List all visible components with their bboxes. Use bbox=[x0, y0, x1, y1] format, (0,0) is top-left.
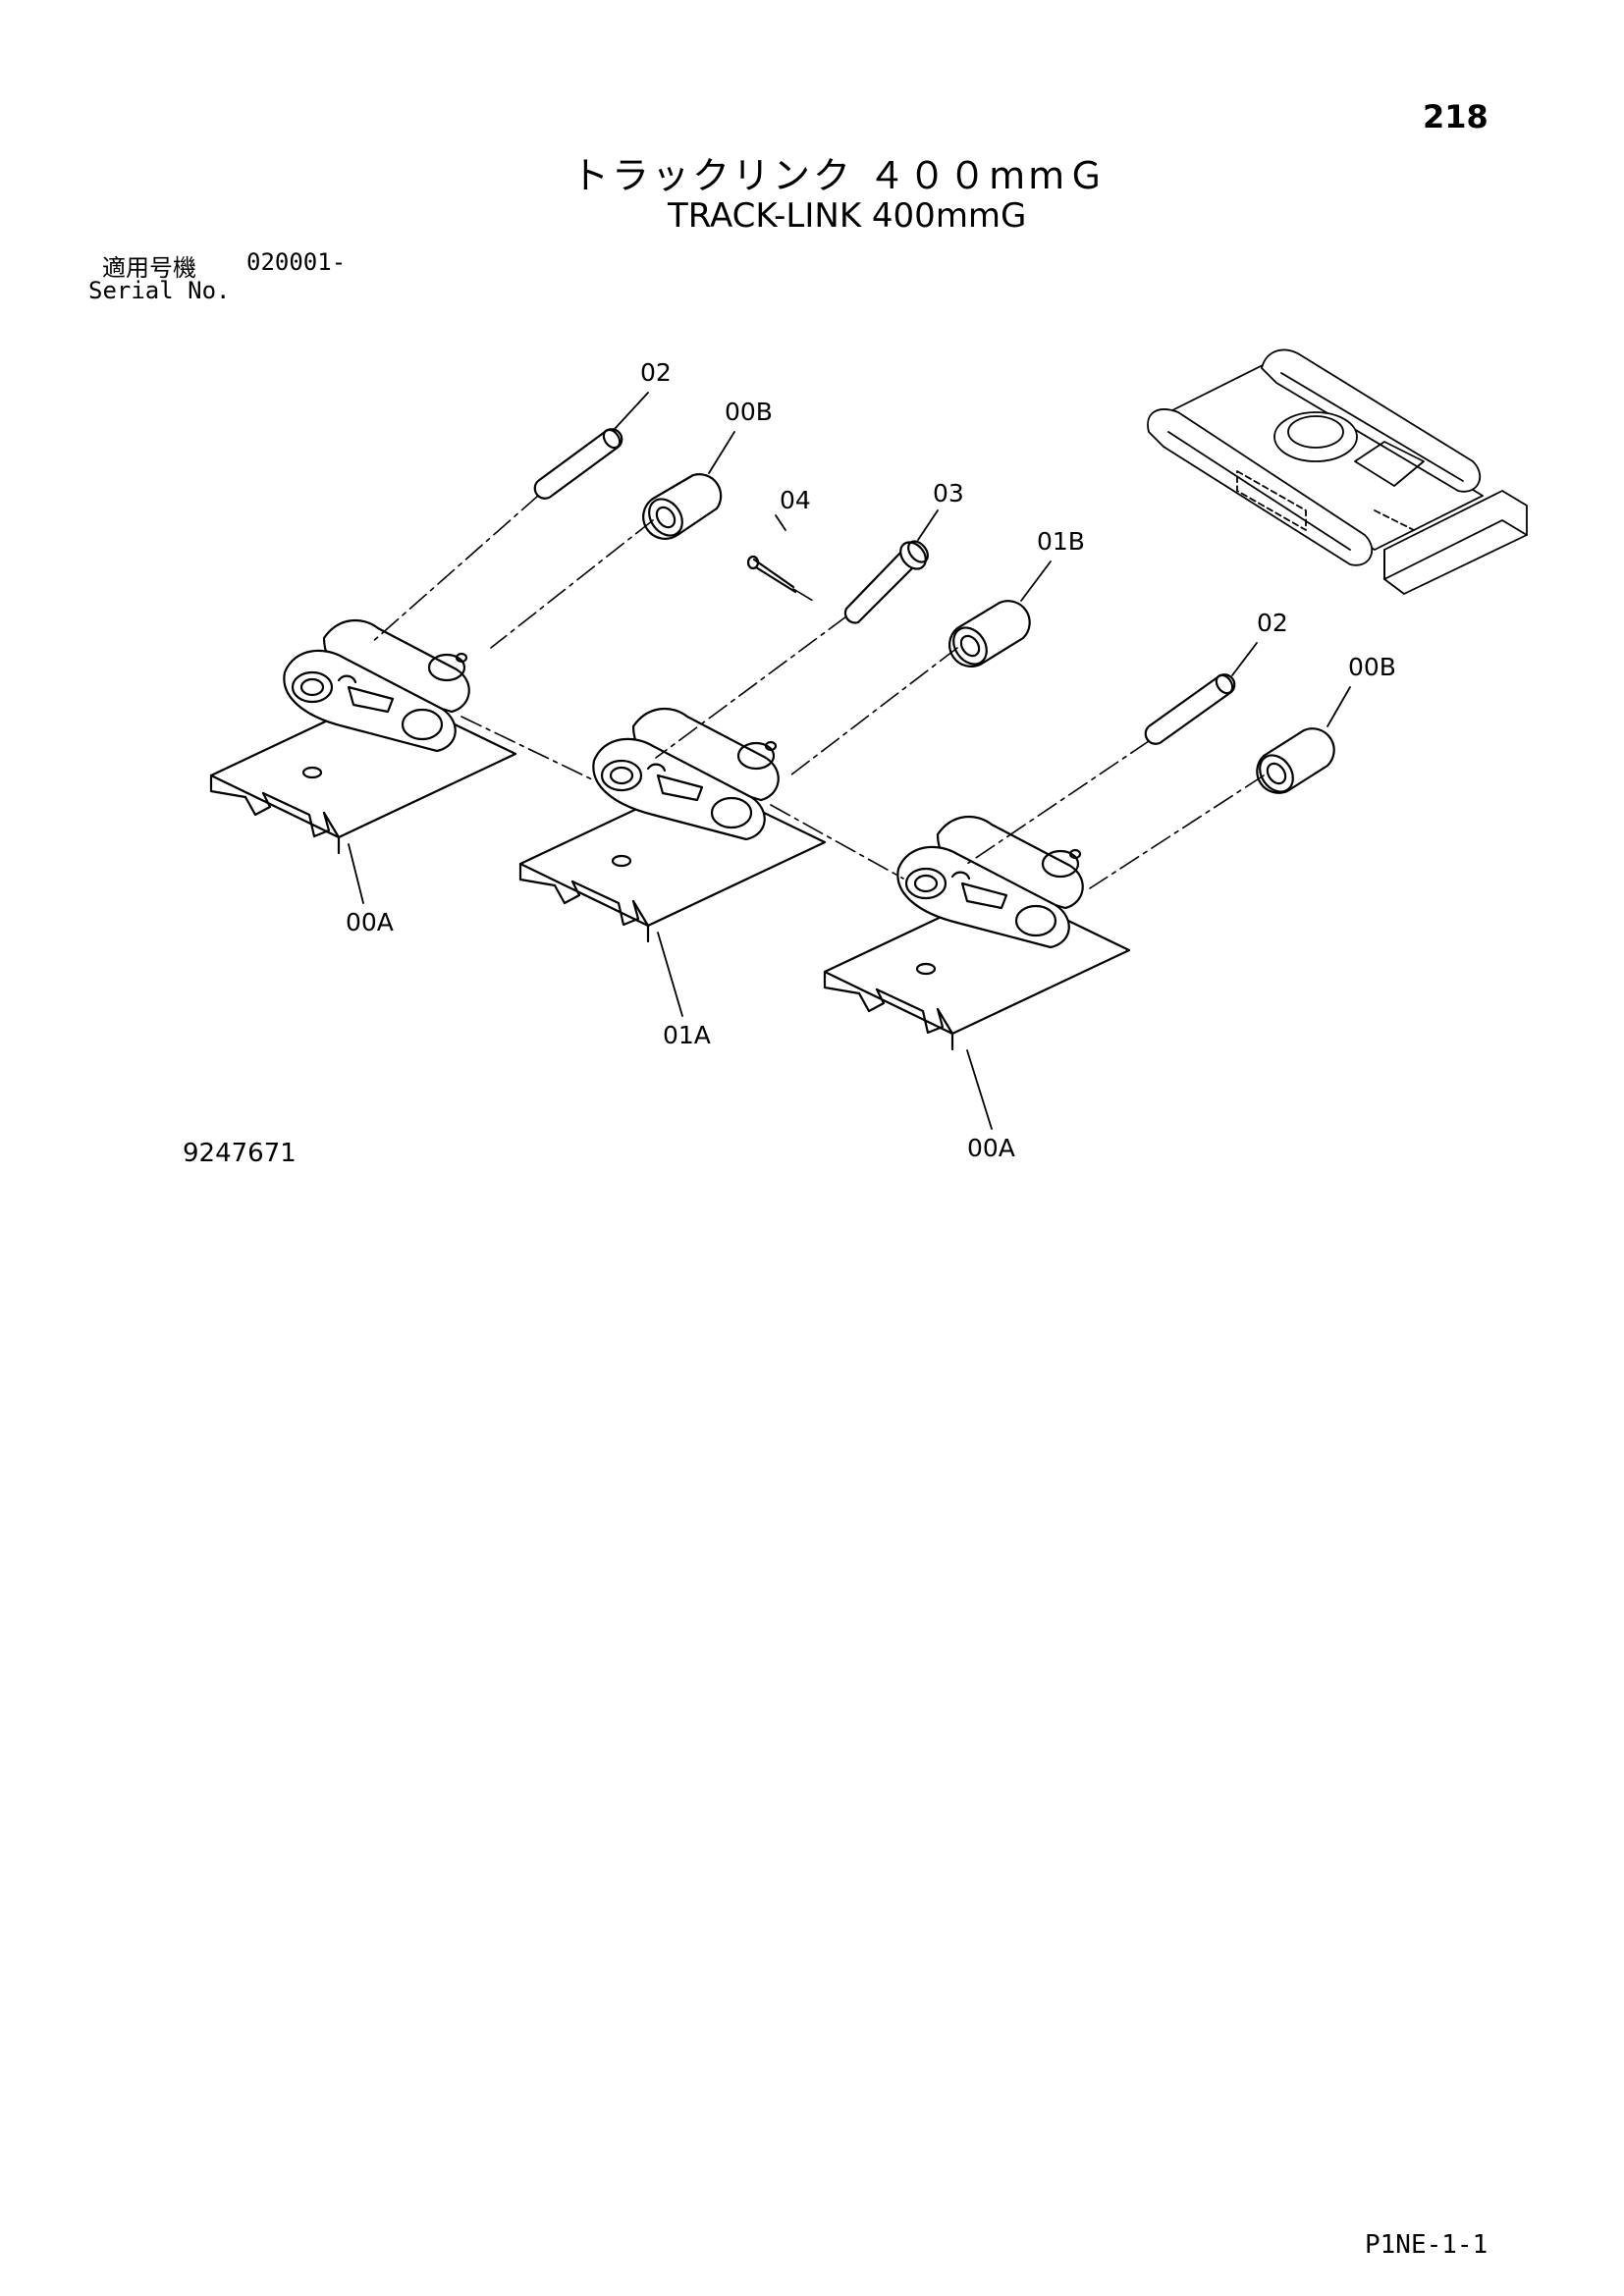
callout-00A-bottom: 00A bbox=[967, 1134, 1015, 1162]
callout-02-top: 02 bbox=[640, 358, 672, 387]
pin-03 bbox=[843, 540, 929, 624]
callout-04: 04 bbox=[780, 486, 811, 514]
serial-range: 020001- bbox=[246, 248, 347, 276]
bushing-00B-right bbox=[1256, 727, 1335, 794]
page-code: P1NE-1-1 bbox=[1365, 2230, 1489, 2260]
drawing-number: 9247671 bbox=[183, 1139, 297, 1168]
leader-lines bbox=[348, 392, 1351, 1130]
machine-inset-illustration bbox=[1147, 348, 1528, 595]
title-japanese: トラックリンク ４００mmＧ bbox=[571, 154, 1109, 197]
split-pin-04 bbox=[746, 555, 797, 594]
track-link-unit-middle bbox=[518, 707, 827, 943]
assembly-lines bbox=[370, 495, 1265, 889]
bushing-01B bbox=[947, 600, 1031, 667]
callout-00A-left: 00A bbox=[346, 908, 394, 936]
track-link-unit-right bbox=[823, 815, 1131, 1051]
callout-02-right: 02 bbox=[1257, 609, 1288, 637]
track-link-unit-left bbox=[209, 618, 517, 855]
serial-label-english: Serial No. bbox=[88, 277, 231, 304]
callout-01A: 01A bbox=[663, 1021, 711, 1049]
page-number: 218 bbox=[1423, 98, 1489, 135]
callout-03: 03 bbox=[933, 479, 964, 507]
callout-00B-top: 00B bbox=[725, 398, 773, 426]
callout-00B-right: 00B bbox=[1348, 653, 1396, 681]
bushing-00B-top bbox=[642, 473, 723, 540]
serial-label-japanese: 適用号機 bbox=[102, 254, 196, 282]
title-english: TRACK-LINK 400mmG bbox=[668, 196, 1027, 236]
callout-01B: 01B bbox=[1037, 527, 1085, 556]
callout-labels: 02 00B 04 03 01B 02 00B 00A 01A 00A bbox=[346, 358, 1396, 1162]
pin-02-top bbox=[533, 428, 623, 500]
pin-02-right bbox=[1144, 673, 1236, 745]
